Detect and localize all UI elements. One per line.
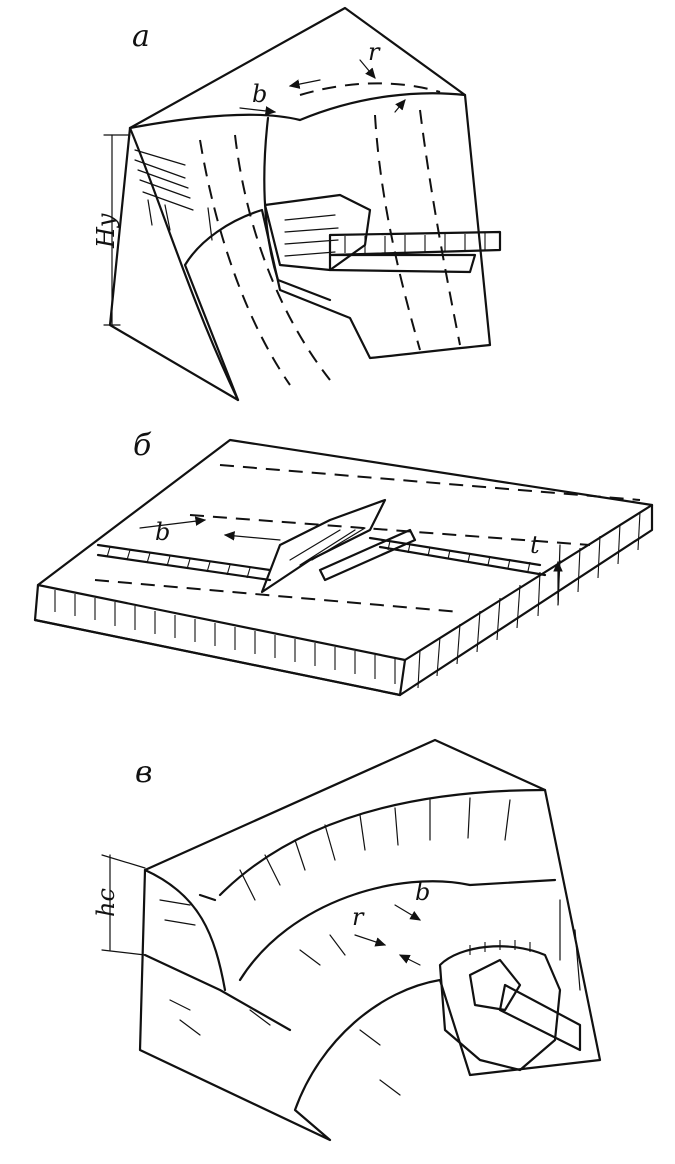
panel-a-dim-b-arrow [239, 106, 277, 116]
panel-a-bucket-hatch [284, 214, 339, 257]
panel-c-cut-hatch [469, 940, 531, 955]
panel-a-strata [134, 149, 213, 241]
panel-a-inner-face [263, 116, 332, 302]
panel-c: в b r hс [92, 738, 602, 1142]
panel-b-dozer-blade [260, 498, 387, 594]
panel-c-label: в [135, 755, 152, 790]
panel-a-label: а [132, 19, 150, 54]
panel-c-dim-h-tick-top [101, 854, 146, 869]
panel-a-dim-h: Hу [92, 213, 120, 249]
panel-b: б b t [33, 428, 654, 697]
panel-c-dim-b: b [415, 878, 430, 906]
panel-a-dim-r-arrow-2 [394, 99, 406, 113]
panel-b-cut-strip [96, 536, 547, 582]
panel-b-dim-b: b [155, 518, 170, 546]
panel-c-block-outline [138, 738, 602, 1142]
panel-b-blade-arm [318, 528, 417, 582]
panel-a-dim-b-arrow-2 [288, 79, 321, 89]
panel-c-dim-h: hс [92, 888, 120, 917]
panel-b-bottom-edge [33, 618, 402, 697]
panel-b-dim-b-arrow [139, 516, 207, 529]
panel-a-dash-3 [299, 82, 441, 96]
panel-a-loader-boom [328, 230, 502, 274]
panel-b-blade-hatch [289, 527, 366, 566]
panel-a-dash-2 [234, 134, 331, 381]
panel-a-dim-r-arrow [359, 59, 376, 79]
panel-b-strip-hatch [106, 540, 531, 579]
panel-c-machine-head [468, 958, 522, 1012]
panel-a-dim-r: r [368, 38, 381, 66]
panel-c-strata [159, 797, 581, 1096]
panel-a-dash-1 [199, 139, 291, 386]
panel-b-dash-2 [189, 514, 591, 546]
panel-a-dim-b: b [252, 80, 267, 108]
panel-c-dim-r-arrow [354, 934, 387, 947]
panel-b-dash-3 [94, 579, 461, 613]
panel-a-boom-hatch [344, 233, 486, 253]
panel-c-machine-body [438, 945, 562, 1072]
panel-a-dash-4 [374, 114, 421, 351]
panel-b-side-hatch [417, 511, 641, 689]
panel-a: а b r Hу [92, 6, 502, 402]
panel-c-dim-b-arrow [394, 904, 422, 921]
panel-b-front-hatch [54, 590, 396, 684]
panel-c-machine-boom [498, 983, 582, 1052]
panel-a-block-outline [108, 6, 492, 402]
panel-a-loader-bucket [263, 193, 372, 272]
panel-a-front-face-curve [128, 126, 240, 402]
panel-a-top-edge [128, 92, 467, 130]
panel-c-top-arc-inner [238, 878, 557, 982]
panel-b-dash-1 [219, 464, 641, 501]
panel-a-dash-5 [419, 109, 461, 346]
panel-c-dim-r: r [352, 903, 365, 931]
panel-b-corner-edge [398, 658, 407, 697]
panel-b-label: б [133, 428, 152, 463]
panel-c-dim-r-arrow-2 [398, 954, 421, 966]
panel-c-top-arc-outer [143, 788, 547, 992]
panel-b-dim-t: t [530, 531, 540, 559]
panel-c-dim-h-tick-bot [101, 949, 146, 956]
panel-c-step-edge [143, 893, 292, 1032]
panel-b-move-arrow [223, 531, 281, 541]
